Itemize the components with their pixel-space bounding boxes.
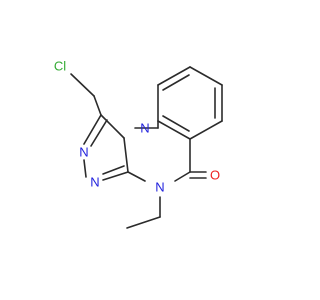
chlorine-atom-label: Cl (54, 59, 66, 74)
bond (93, 95, 102, 116)
bond (127, 171, 146, 182)
bond (162, 74, 190, 91)
bond (90, 119, 108, 147)
bond (162, 115, 190, 132)
atom-label-layer: Cl N N N N O (54, 59, 220, 195)
bond (102, 165, 125, 175)
bond (126, 216, 161, 229)
bond (102, 171, 129, 181)
bond (157, 66, 191, 86)
bond (157, 120, 191, 140)
bond (83, 114, 102, 145)
structure-diagram: Cl N N N N O (54, 59, 223, 229)
bond (123, 137, 129, 173)
bond (174, 171, 191, 182)
bond (189, 66, 223, 86)
nitrogen-atom-label: N (79, 145, 88, 160)
bond (70, 73, 95, 97)
bond (83, 159, 87, 178)
nitrogen-atom-label: N (140, 121, 149, 136)
bond (189, 120, 223, 140)
nitrogen-atom-label: N (90, 175, 99, 190)
molecule-canvas: Cl N N N N O (54, 59, 223, 229)
nitrogen-atom-label: N (155, 180, 164, 195)
bond-layer (70, 66, 223, 229)
oxygen-atom-label: O (210, 168, 220, 183)
bond (100, 114, 125, 139)
